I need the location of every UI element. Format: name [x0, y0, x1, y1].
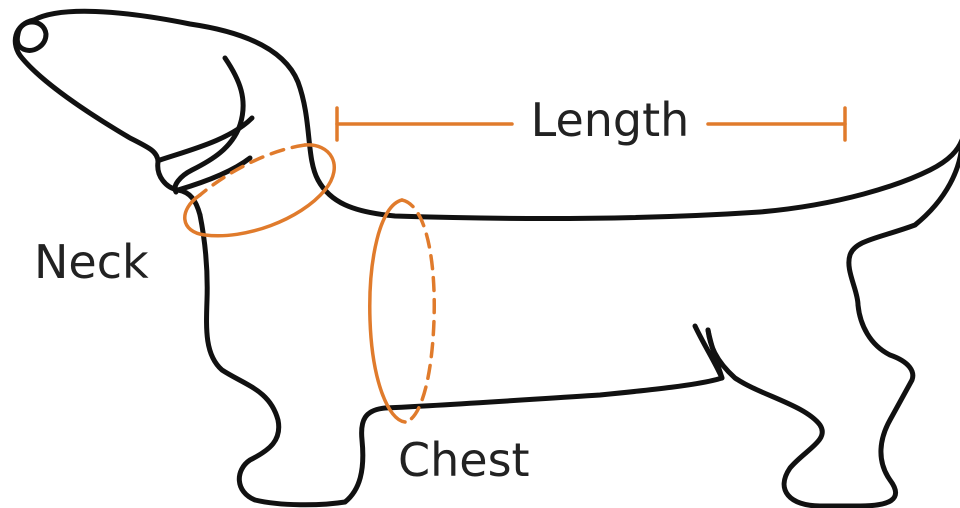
neck-label: Neck — [34, 235, 149, 289]
dog-snout-outline — [15, 20, 200, 215]
chest-measurement — [370, 200, 434, 422]
chest-ring-front — [370, 200, 405, 422]
length-label: Length — [531, 93, 690, 147]
neck-ring-back — [200, 145, 305, 195]
chest-ring-back — [402, 200, 434, 422]
dog-nose — [17, 22, 46, 50]
dog-back-outline — [34, 11, 960, 506]
chest-label: Chest — [398, 433, 530, 487]
dog-outline — [15, 11, 960, 506]
